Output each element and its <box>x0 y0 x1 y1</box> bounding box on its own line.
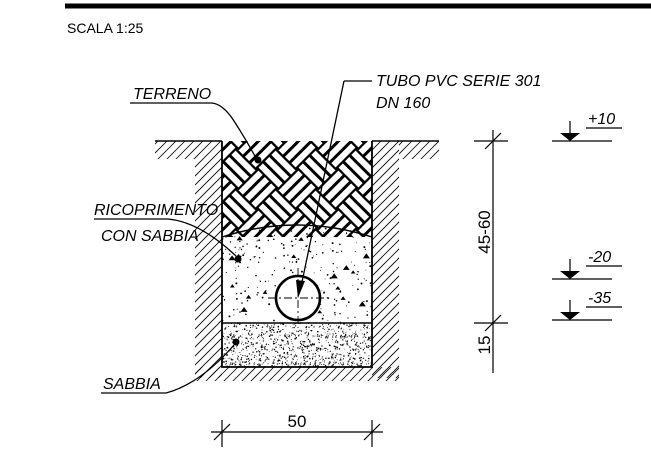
leader-tubo-arrow <box>296 280 305 298</box>
label-tubo-line2: DN 160 <box>376 95 430 112</box>
leader-terreno-dot <box>254 156 262 164</box>
leader-terreno <box>130 102 257 159</box>
level-marker-top <box>552 121 622 142</box>
label-ricoprimento-line2: CON SABBIA <box>101 228 199 245</box>
bedding-top-curve <box>221 224 373 238</box>
soil-hatch-left-wall <box>195 141 222 378</box>
dimension-width: 50 <box>288 412 307 431</box>
soil-hatch-ground-right <box>399 141 439 159</box>
terreno-layer-pattern <box>222 141 372 237</box>
vertical-dimension-lines <box>474 130 508 373</box>
level-marker-bottom <box>552 300 622 321</box>
soil-hatch-bottom <box>195 367 399 381</box>
sabbia-layer-pattern <box>222 323 372 367</box>
scale-label: SCALA 1:25 <box>67 20 143 36</box>
level-label-mid: -20 <box>588 249 611 266</box>
dimension-depth-lower: 15 <box>475 336 494 355</box>
label-terreno: TERRENO <box>133 86 211 103</box>
dimension-depth-upper: 45-60 <box>475 210 494 253</box>
label-ricoprimento-line1: RICOPRIMENTO <box>94 202 218 219</box>
level-label-bottom: -35 <box>588 290 611 307</box>
leader-ricoprimento <box>94 218 237 257</box>
leader-sabbia-dot <box>232 338 240 346</box>
label-tubo-line1: TUBO PVC SERIE 301 <box>376 73 541 90</box>
leader-sabbia <box>101 344 235 394</box>
soil-hatch-right-wall <box>372 141 399 378</box>
trench-outline <box>221 141 373 368</box>
level-marker-mid <box>552 259 622 280</box>
leader-ricoprimento-dot <box>234 255 242 263</box>
leader-tubo <box>301 80 372 283</box>
level-label-top: +10 <box>588 111 615 128</box>
label-sabbia: SABBIA <box>103 376 161 393</box>
soil-hatch-ground-left <box>155 141 195 159</box>
horizontal-dimension-lines <box>211 420 383 447</box>
